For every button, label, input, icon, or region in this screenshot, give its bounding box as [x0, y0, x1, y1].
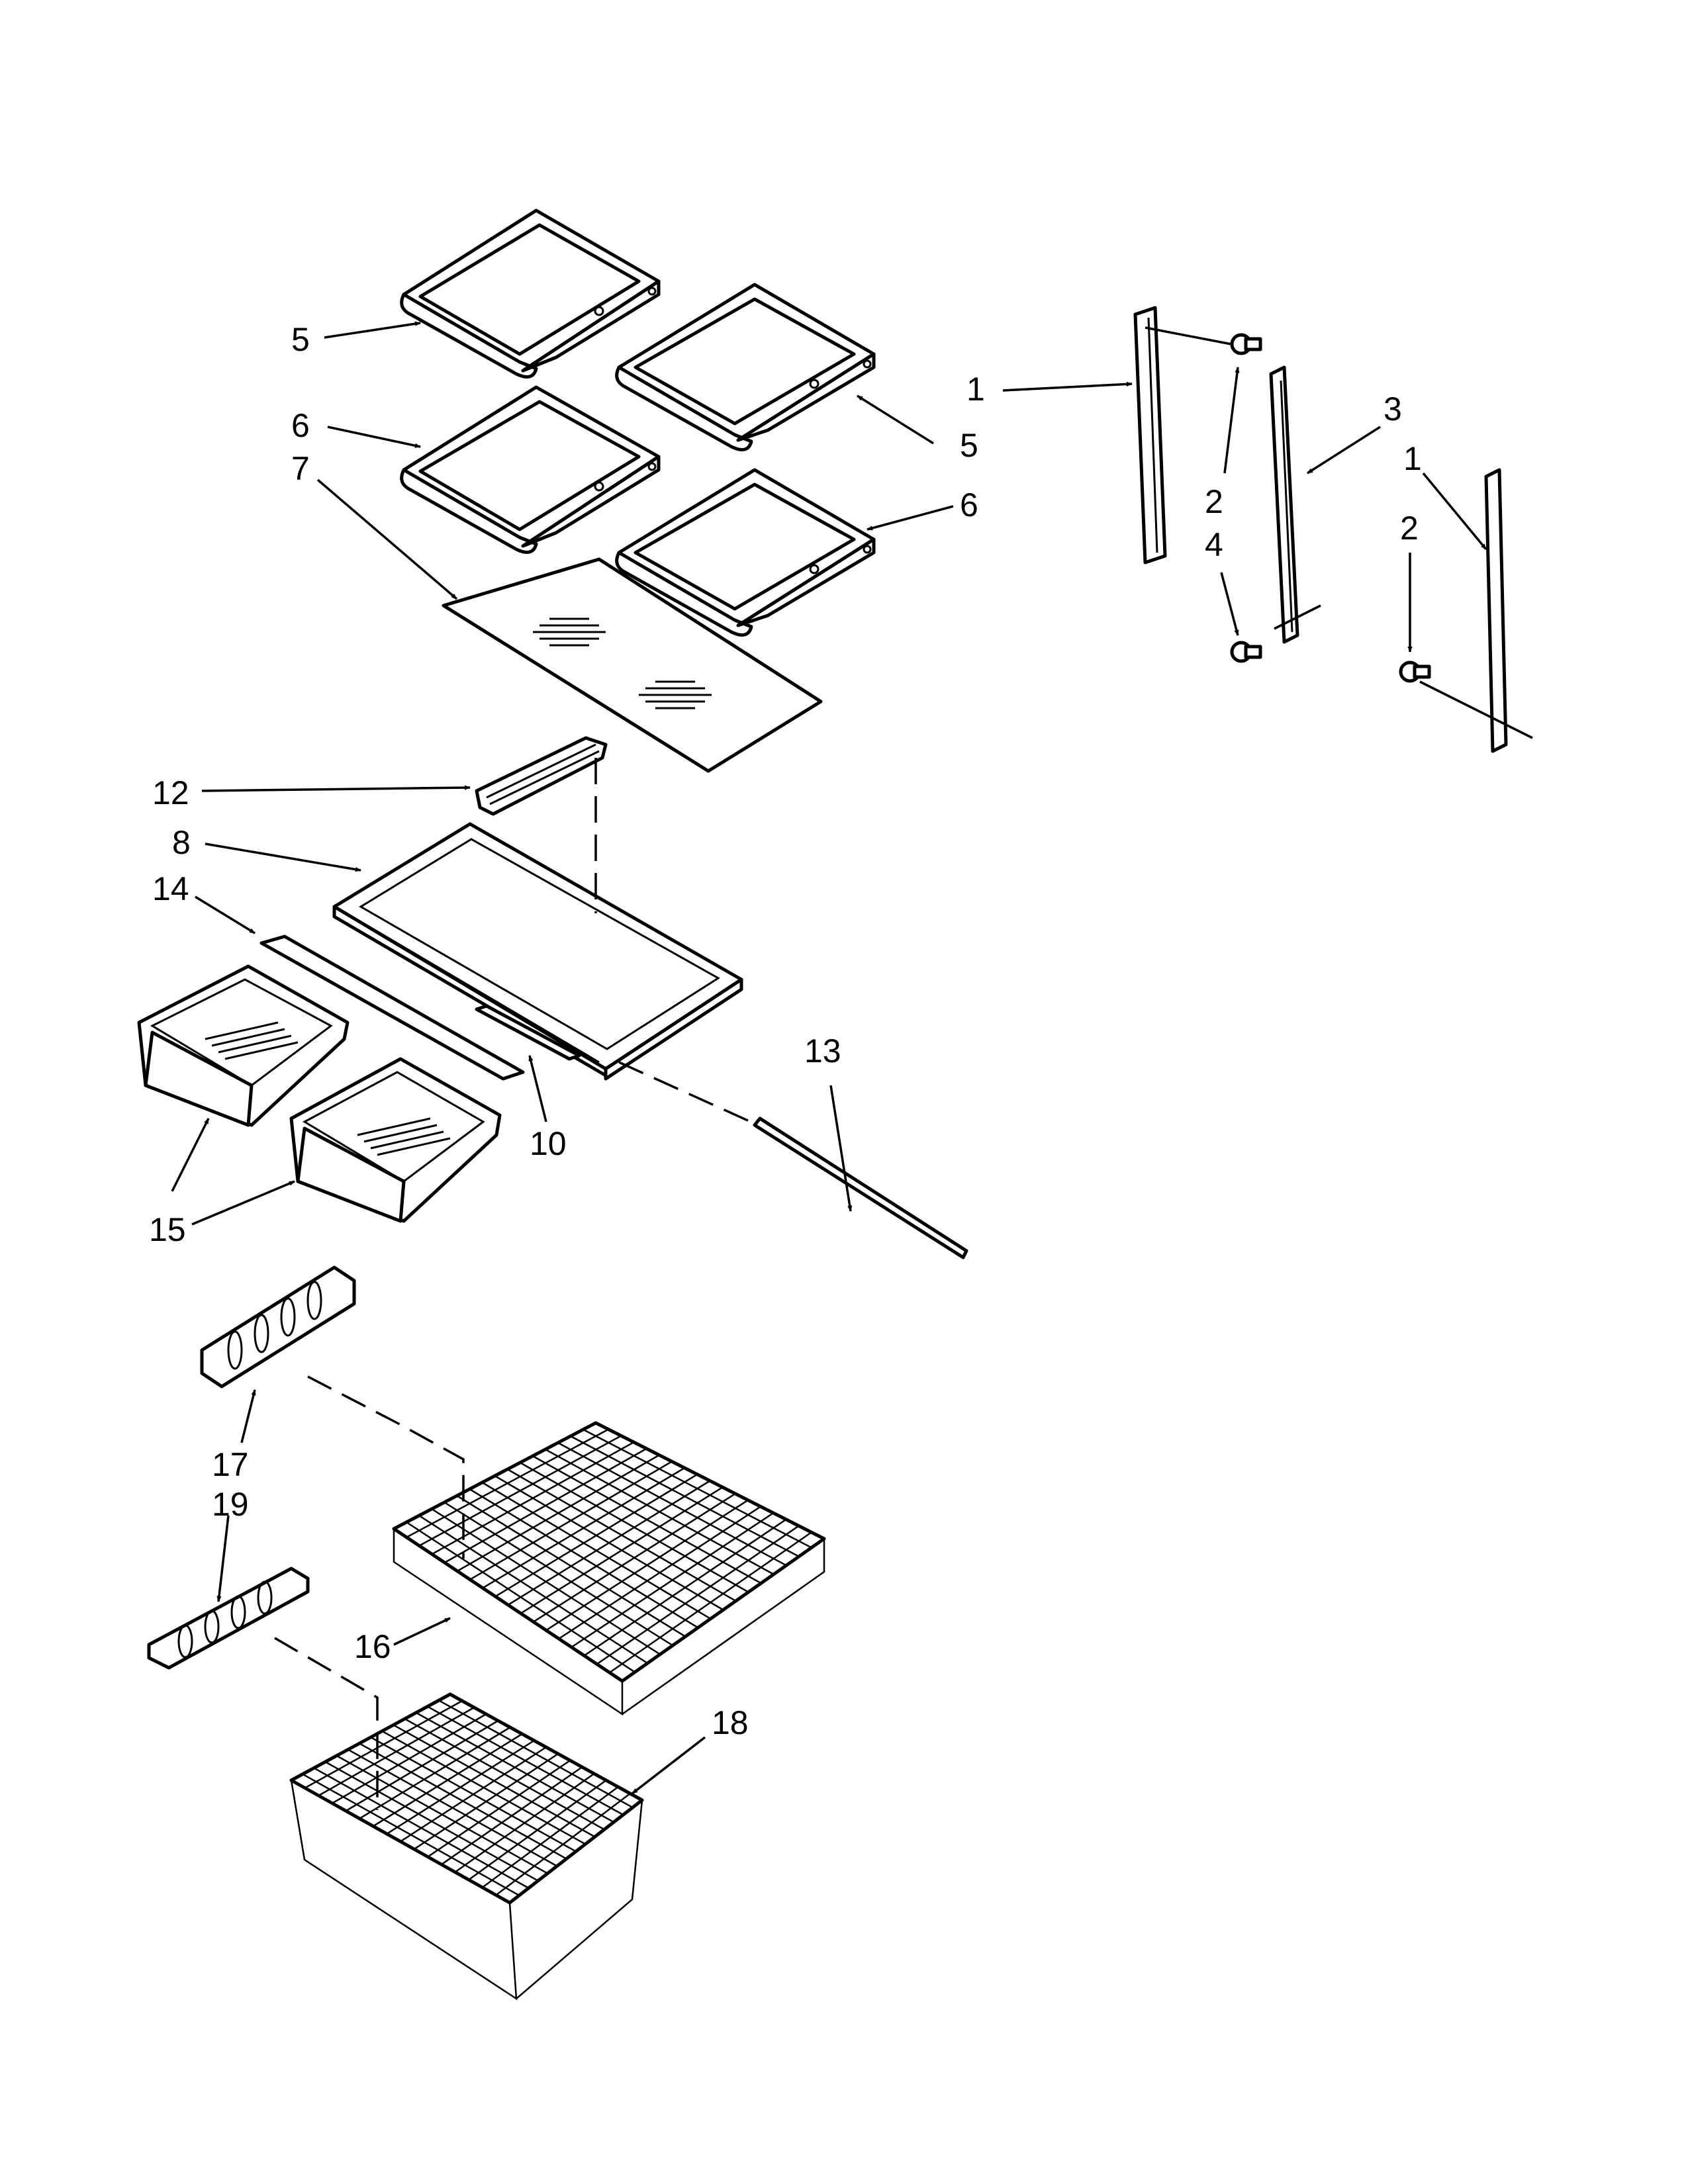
callout-1-b: 1: [1403, 440, 1422, 477]
callout-16: 16: [354, 1628, 391, 1665]
callout-5-b: 5: [960, 427, 978, 464]
callout-6-a: 6: [291, 407, 310, 444]
callout-labels: 5 6 7 5 6 1 3 1 2 4 2 12 8 14 13 10 15 1…: [149, 321, 1422, 1741]
callout-18: 18: [712, 1704, 749, 1741]
wire-basket-16: [392, 1421, 826, 1716]
shelf-top-right: [615, 283, 876, 451]
callout-7: 7: [291, 450, 310, 487]
callout-15: 15: [149, 1211, 186, 1248]
screw-2-a: [1230, 333, 1262, 355]
wire-basket-18: [289, 1692, 644, 2001]
callout-2-b: 2: [1400, 510, 1419, 547]
callout-13: 13: [804, 1032, 841, 1069]
leader-lines: [171, 321, 1533, 1810]
rod-13: [753, 1116, 968, 1259]
shelf-mid-left: [400, 385, 661, 554]
crisper-bin-left-15: [137, 964, 350, 1127]
basket-end-19: [147, 1567, 310, 1670]
rail-1-left: [1133, 306, 1167, 565]
callout-5-a: 5: [291, 321, 310, 358]
callout-2-a: 2: [1205, 483, 1223, 520]
divider-clip-10: [475, 1004, 581, 1061]
callout-19: 19: [212, 1486, 249, 1523]
callout-3: 3: [1383, 390, 1402, 428]
callout-4: 4: [1205, 526, 1223, 563]
callout-14: 14: [152, 870, 189, 907]
callout-8: 8: [172, 824, 191, 861]
shelf-top-left: [400, 208, 661, 379]
callout-1-a: 1: [966, 371, 985, 408]
crisper-bin-right-15: [289, 1057, 502, 1223]
shelf-support-12: [475, 736, 608, 816]
callout-6-b: 6: [960, 486, 978, 523]
rail-3: [1269, 365, 1299, 644]
basket-end-17: [200, 1265, 356, 1388]
callout-17: 17: [212, 1446, 249, 1483]
screw-4: [1230, 641, 1262, 663]
callout-12: 12: [152, 774, 189, 811]
callout-10: 10: [530, 1125, 567, 1162]
screw-2-b: [1399, 660, 1431, 683]
crisper-divider-14: [259, 934, 525, 1081]
shelf-mid-right: [615, 468, 876, 637]
rail-1-right: [1484, 468, 1508, 753]
glass-shelf: [442, 557, 823, 773]
